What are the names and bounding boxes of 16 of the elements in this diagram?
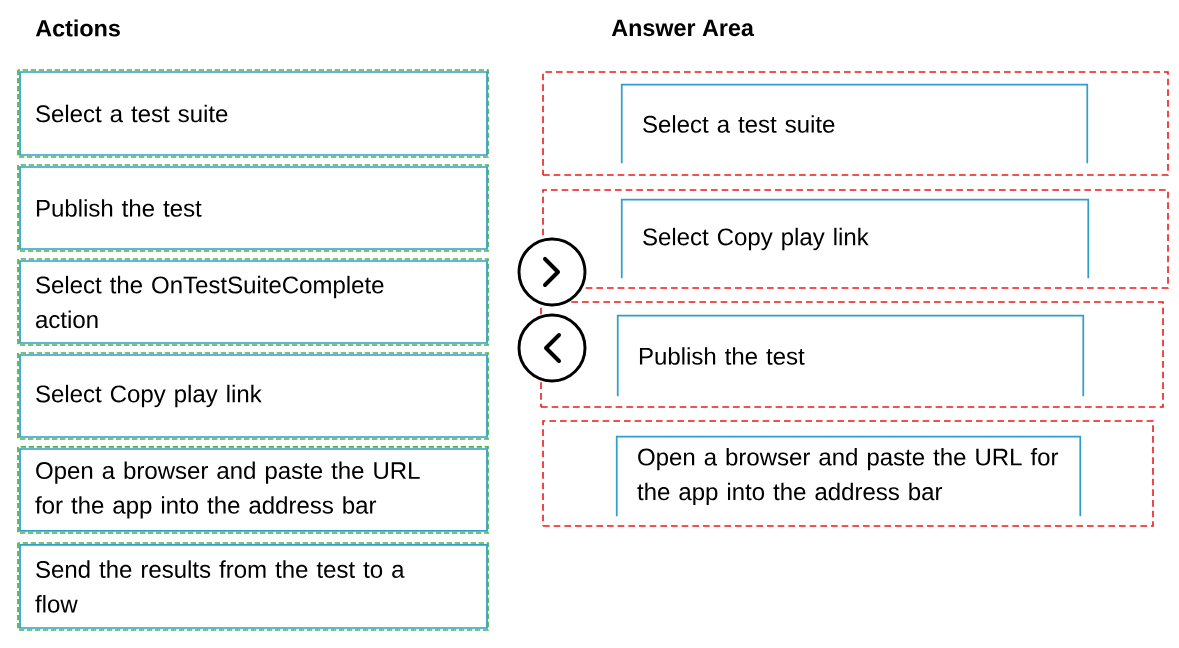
drop-zone bbox=[540, 301, 1164, 408]
action-box: Publish the test bbox=[17, 164, 489, 252]
drop-zone bbox=[542, 189, 1169, 289]
answer-card: Open a browser and paste the URL for the app into the address bar bbox=[615, 435, 1082, 518]
action-box: Open a browser and paste the URL for the app into the address bar bbox=[17, 446, 489, 534]
action-box: Select the OnTestSuiteComplete action bbox=[17, 258, 489, 346]
action-box: Select Copy play link bbox=[17, 352, 489, 440]
answer-card: Select a test suite bbox=[620, 83, 1089, 165]
action-box: Send the results from the test to a flow bbox=[17, 542, 489, 631]
heading: Answer Area bbox=[611, 19, 755, 37]
answer-card: Select Copy play link bbox=[620, 198, 1090, 280]
action-box: Select a test suite bbox=[17, 69, 489, 158]
heading: Actions bbox=[35, 19, 120, 37]
answer-card: Publish the test bbox=[616, 314, 1085, 398]
drop-zone bbox=[542, 420, 1154, 527]
drop-zone bbox=[542, 71, 1169, 176]
